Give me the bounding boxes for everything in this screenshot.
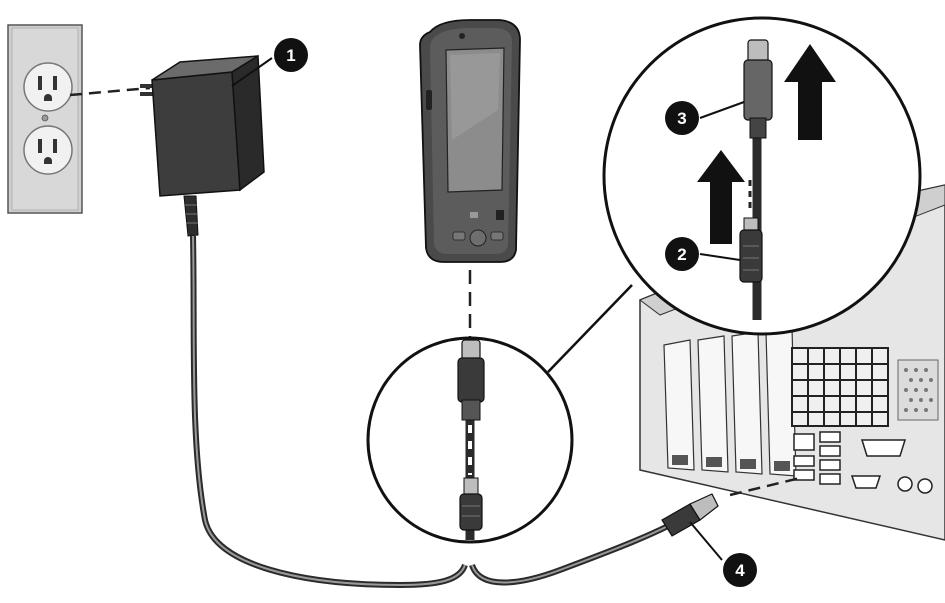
plug-guide-line — [69, 86, 151, 97]
callout-3: 3 — [665, 101, 699, 135]
callout-1: 1 — [274, 38, 308, 72]
usb-plug-icon — [661, 493, 719, 537]
callout-2: 2 — [665, 237, 699, 271]
svg-text:3: 3 — [677, 109, 686, 128]
wall-outlet-icon — [7, 24, 83, 214]
up-arrow-icon — [697, 150, 745, 244]
pocket-pc-icon — [419, 19, 521, 263]
ac-adapter-icon — [140, 54, 265, 237]
connector-detail-circle — [366, 336, 574, 544]
connection-detail-circle — [602, 16, 922, 336]
callout-4: 4 — [723, 553, 757, 587]
svg-text:4: 4 — [735, 561, 745, 580]
zoom-link-line — [547, 284, 633, 373]
usb-guide-line — [729, 476, 801, 497]
svg-text:1: 1 — [286, 46, 295, 65]
up-arrow-icon — [784, 44, 836, 140]
svg-text:2: 2 — [677, 245, 686, 264]
